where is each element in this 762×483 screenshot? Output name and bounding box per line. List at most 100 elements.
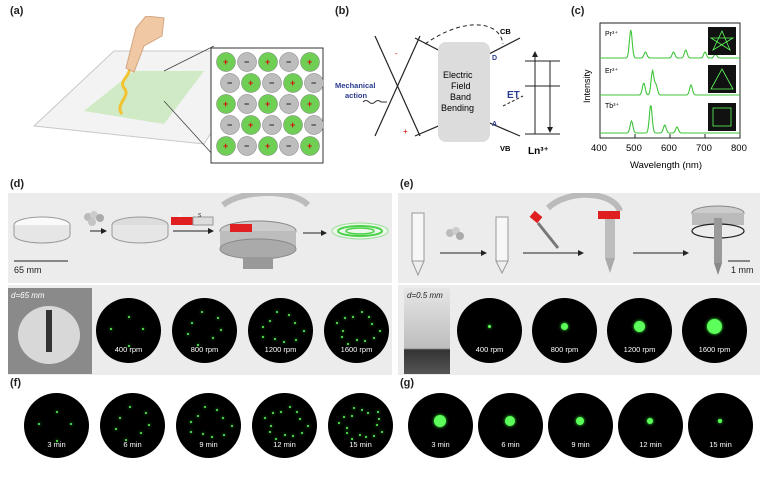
luminescence-dish: 15 min xyxy=(688,393,753,458)
glow-spot xyxy=(274,338,277,341)
glow-spot xyxy=(352,316,355,319)
dish-label: 1200 rpm xyxy=(623,345,656,354)
glow-spot xyxy=(70,423,72,425)
glow-spot xyxy=(296,411,299,414)
glow-spot xyxy=(283,341,286,344)
ion-charge: − xyxy=(286,99,291,109)
glow-spot xyxy=(128,316,130,318)
glow-spot xyxy=(360,310,363,313)
panel-e-scale: 1 mm xyxy=(731,265,754,275)
ion-charge: − xyxy=(286,57,291,67)
spectrum-tick-label: 700 xyxy=(696,143,712,154)
dish-label: 12 min xyxy=(273,440,296,449)
glow-spot xyxy=(375,423,378,426)
magnet-s: S xyxy=(198,213,202,219)
panel-label-e: (e) xyxy=(400,178,414,190)
field-label-3: Band xyxy=(450,92,471,102)
cation-sphere xyxy=(258,136,278,156)
cation-sphere xyxy=(258,94,278,114)
glow-spot xyxy=(115,427,118,430)
anion-sphere xyxy=(237,52,257,72)
anion-sphere xyxy=(237,94,257,114)
spectrum-series-0 xyxy=(600,29,740,59)
glow-spot xyxy=(129,405,132,408)
glow-spot xyxy=(222,433,225,436)
cation-sphere xyxy=(216,136,236,156)
glow-spot xyxy=(293,321,296,324)
glow-spot xyxy=(366,412,369,415)
anion-sphere xyxy=(220,73,240,93)
glow-spot xyxy=(346,432,349,435)
cation-sphere xyxy=(241,115,261,135)
dish-label: 3 min xyxy=(431,440,450,449)
ion-charge: + xyxy=(265,141,270,151)
spectrum-ylabel: Intensity xyxy=(582,69,592,103)
glow-spot xyxy=(373,435,376,438)
finger-icon xyxy=(125,16,165,73)
dish-label: 1200 rpm xyxy=(264,345,297,354)
glow-spot xyxy=(292,434,295,437)
acceptor-label: A xyxy=(492,121,497,128)
glow-spot xyxy=(280,411,283,414)
panel-d-schematic xyxy=(13,193,389,269)
spectrum-tick-label: 500 xyxy=(626,143,642,154)
ion-charge: + xyxy=(265,57,270,67)
glow-spot xyxy=(370,323,373,326)
ion-charge: − xyxy=(227,120,232,130)
band-diagram: - + Mechanical action Electric Field Ban… xyxy=(335,24,560,157)
spectrum-xlabel: Wavelength (nm) xyxy=(630,160,702,171)
cation-sphere xyxy=(300,52,320,72)
glow-spot xyxy=(202,433,205,436)
glow-spot xyxy=(718,419,722,423)
glow-spot xyxy=(361,408,364,411)
svg-text:-: - xyxy=(395,49,398,58)
glow-spot xyxy=(215,409,218,412)
field-label-4: Bending xyxy=(441,103,474,113)
glow-spot xyxy=(142,328,144,330)
glow-spot xyxy=(378,418,381,421)
dish-label: 1600 rpm xyxy=(698,345,731,354)
panel-label-g: (g) xyxy=(400,377,415,389)
dish-label: 12 min xyxy=(639,440,662,449)
luminescence-dish: 6 min xyxy=(100,393,165,458)
glow-spot xyxy=(368,316,371,319)
glow-spot xyxy=(338,421,341,424)
glow-spot xyxy=(269,431,272,434)
glow-spot xyxy=(262,326,265,329)
glow-spot xyxy=(274,438,277,441)
ion-charge: + xyxy=(307,99,312,109)
glow-spot xyxy=(365,435,368,438)
spectrum-tick-label: 600 xyxy=(661,143,677,154)
panel-label-b: (b) xyxy=(335,5,350,17)
glow-spot xyxy=(268,319,271,322)
ion-charge: + xyxy=(307,57,312,67)
panel-label-c: (c) xyxy=(571,5,585,17)
dish-label: 800 rpm xyxy=(550,345,579,354)
spectrum-series-2 xyxy=(600,105,740,134)
glow-spot xyxy=(560,322,568,330)
luminescence-dish: 1600 rpm xyxy=(682,298,747,363)
dish-photo-d: d=65 mm xyxy=(8,288,92,374)
glow-spot xyxy=(56,439,58,442)
luminescence-dish: 9 min xyxy=(548,393,613,458)
glow-spot xyxy=(219,329,222,332)
glow-spot xyxy=(341,336,344,339)
glow-spot xyxy=(350,438,353,440)
cation-sphere xyxy=(300,136,320,156)
panel-label-a: (a) xyxy=(10,5,24,17)
glow-spot xyxy=(378,329,381,332)
luminescence-dish: 800 rpm xyxy=(172,298,237,363)
glow-spot xyxy=(264,417,267,420)
field-label-2: Field xyxy=(451,81,471,91)
luminescence-dish: 1200 rpm xyxy=(607,298,672,363)
glow-spot xyxy=(270,424,273,427)
glow-spot xyxy=(288,405,291,408)
glow-spot xyxy=(271,412,274,415)
dish-label: 15 min xyxy=(709,440,732,449)
panel-a-illustration: +−+−+−+−+−+−+−+−+−+−+−+−+ xyxy=(32,16,324,164)
dish-label: 3 min xyxy=(47,440,66,449)
glow-spot xyxy=(145,412,148,415)
series-label-er: Er³⁺ xyxy=(605,67,618,75)
svg-text:+: + xyxy=(403,127,408,136)
